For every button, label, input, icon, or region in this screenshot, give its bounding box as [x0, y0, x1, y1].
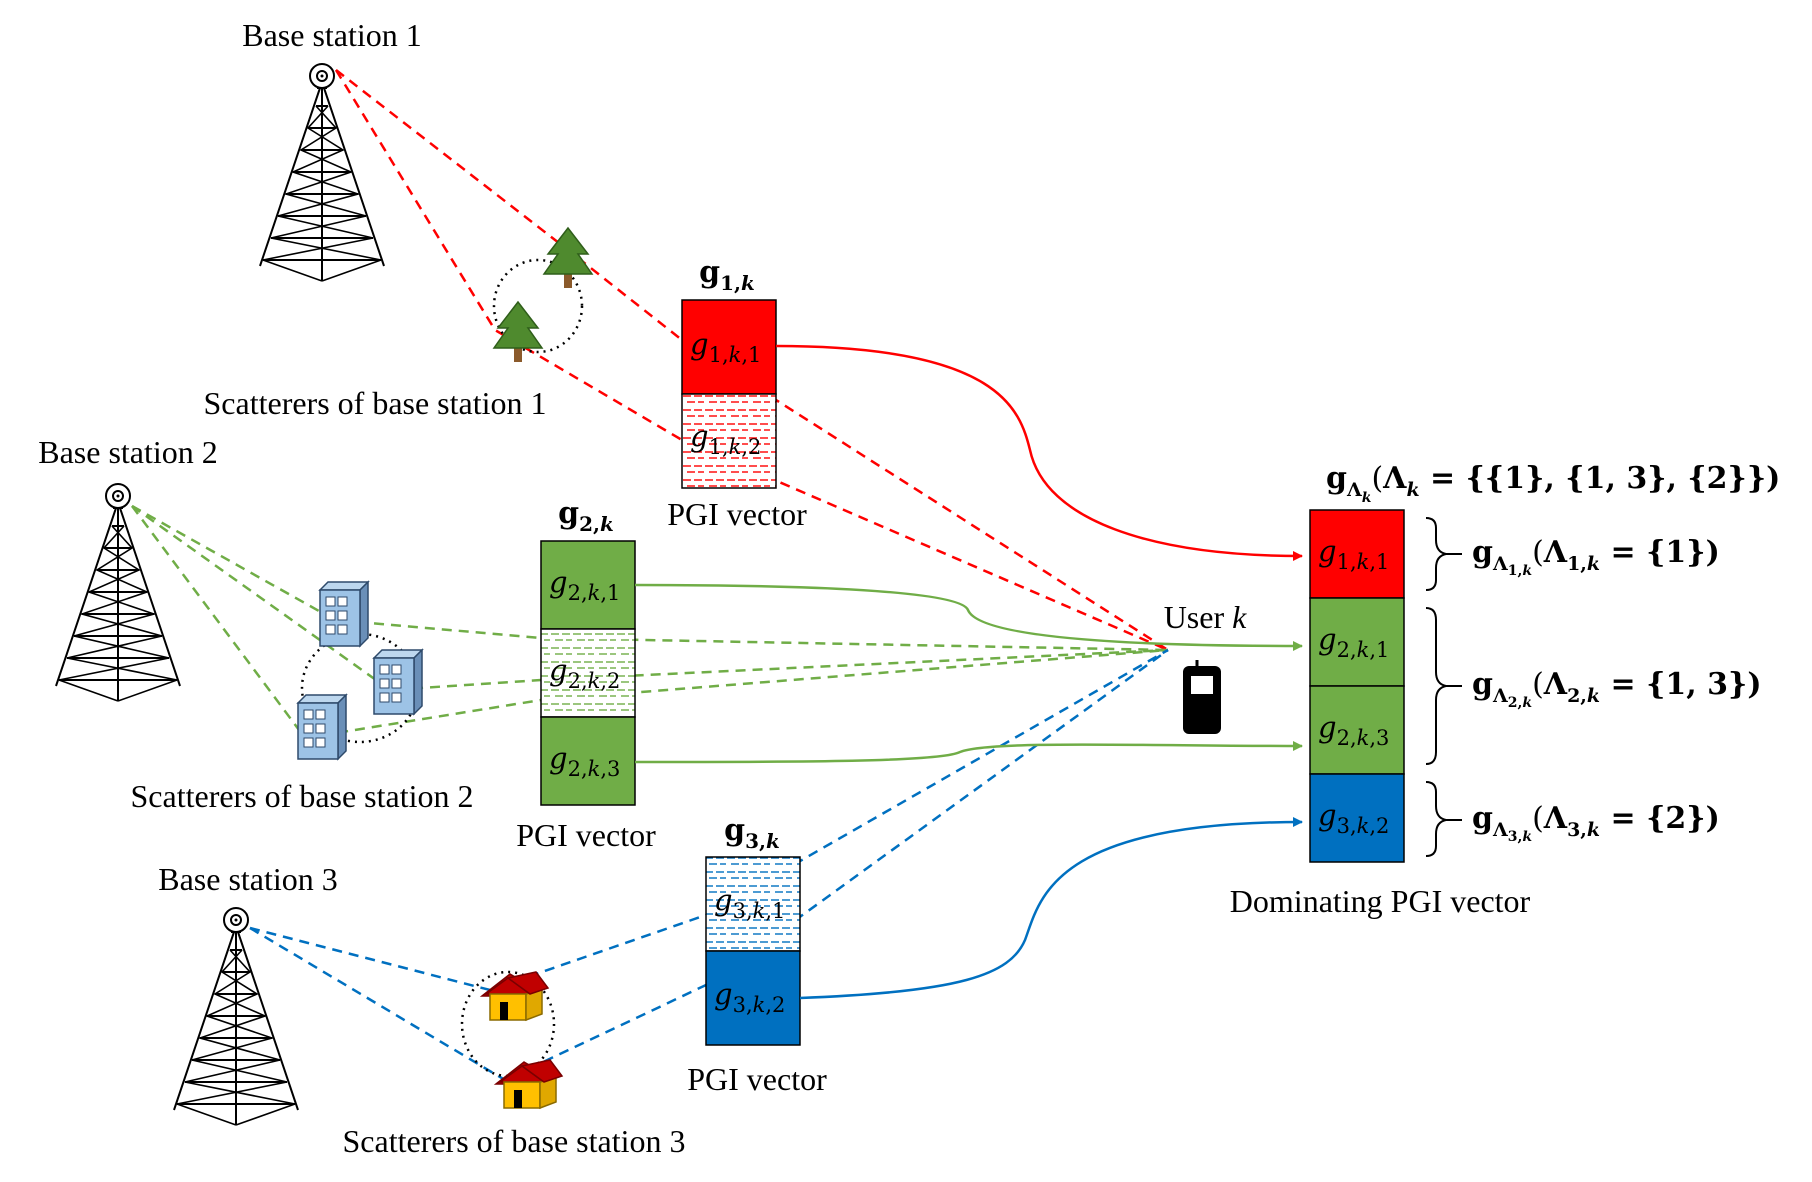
dominating-cell-2 [1309, 597, 1405, 687]
arrow-g3k2 [799, 817, 1303, 1000]
pgi-vector-1-cell-1-label: g1,k,1 [690, 327, 761, 367]
pgi-vector-2-title: g2,k [558, 496, 614, 536]
group-3-label: gΛ3,k(Λ3,k = {2}) [1472, 801, 1720, 845]
bs1-label: Base station 1 [242, 17, 422, 53]
pgi-vector-1-title: g1,k [699, 255, 755, 295]
group-2-label: gΛ2,k(Λ2,k = {1, 3}) [1472, 667, 1762, 711]
building-icon [297, 694, 347, 760]
bs1-dashed-link-2 [334, 69, 1169, 652]
bs3-dashed-link-2 [249, 648, 1169, 1082]
arrow-g1k1 [775, 344, 1303, 561]
scatter-cluster-bs3 [460, 970, 556, 1078]
bs2-dashed-link-1 [131, 504, 1169, 652]
house-icon [495, 1059, 563, 1109]
pgi-vector-2-cell-1-label: g2,k,1 [549, 565, 620, 605]
bs1-scatterers-label: Scatterers of base station 1 [204, 385, 547, 421]
scatter-cluster-bs1 [492, 258, 584, 354]
pgi-vector-1-cell-2-label: g1,k,2 [690, 419, 761, 459]
bs2-dashed-link-3 [130, 505, 1169, 740]
dominating-cell-4 [1309, 773, 1405, 863]
bs1-dashed-link-1 [335, 69, 1169, 652]
dominating-pgi-vector: gΛk(Λk = {{1}, {1, 3}, {2}}) g1,k,1 g2,k… [1230, 461, 1781, 919]
tower-icon [259, 63, 385, 282]
pgi-vector-2-caption: PGI vector [516, 817, 656, 853]
bs3-label: Base station 3 [158, 861, 338, 897]
pgi-vector-2-cell-1 [540, 540, 636, 630]
brace-2 [1425, 607, 1447, 765]
pgi-vector-1-caption: PGI vector [667, 496, 807, 532]
bs2-label: Base station 2 [38, 434, 218, 470]
pgi-vector-2-cell-2-label: g2,k,2 [549, 653, 620, 693]
brace-1 [1425, 517, 1447, 591]
dominating-cell-1-label: g1,k,1 [1318, 534, 1389, 574]
comma: , [734, 271, 741, 295]
dominating-cell-1 [1309, 509, 1405, 599]
bs3-dashed-link-1 [249, 648, 1169, 992]
phone-icon [1183, 660, 1221, 734]
user-label: User k [1164, 599, 1247, 635]
pgi-vector-3-cell-1 [705, 856, 801, 952]
arrow-g2k1 [634, 583, 1303, 651]
pgi-vector-2: g2,k g2,k,1 g2,k,2 g2,k,3 PGI vector [516, 496, 656, 853]
pgi-vector-3: g3,k g3,k,1 g3,k,2 PGI vector [687, 813, 827, 1097]
bs2-dashed-link-2 [131, 504, 1169, 692]
pgi-vector-3-cell-2 [705, 950, 801, 1046]
dominating-cell-3 [1309, 685, 1405, 775]
pgi-vector-3-title: g3,k [724, 813, 780, 853]
house-icon [481, 971, 549, 1021]
dominating-cell-4-label: g3,k,2 [1318, 798, 1389, 838]
bs2-links [130, 504, 1169, 740]
dominating-caption: Dominating PGI vector [1230, 883, 1531, 919]
bs3-scatterers-label: Scatterers of base station 3 [343, 1123, 686, 1159]
dominating-header: gΛk(Λk = {{1}, {1, 3}, {2}}) [1326, 461, 1780, 506]
dominating-cell-2-label: g2,k,1 [1318, 622, 1389, 662]
arrow-g2k3 [634, 740, 1303, 764]
pgi-vector-1-cell-1 [681, 299, 777, 395]
dominating-cell-3-label: g2,k,3 [1318, 710, 1389, 750]
pgi-vector-3-caption: PGI vector [687, 1061, 827, 1097]
tower-icon [173, 907, 299, 1126]
tower-icon [55, 483, 181, 702]
pgi-vector-3-cell-1-label: g3,k,1 [714, 883, 785, 923]
bs1-links [334, 69, 1169, 652]
bs2-scatterers-label: Scatterers of base station 2 [131, 778, 474, 814]
building-icon [319, 581, 369, 647]
brace-3 [1425, 781, 1447, 857]
building-icon [373, 649, 423, 715]
pgi-vector-1-cell-2 [681, 393, 777, 489]
group-1-label: gΛ1,k(Λ1,k = {1}) [1472, 535, 1720, 579]
pgi-vector-1: g1,k g1,k,1 g1,k,2 PGI vector [667, 255, 807, 532]
pgi-vector-2-cell-2 [540, 628, 636, 718]
bs3-links [249, 648, 1169, 1082]
pgi-vector-2-cell-3-label: g2,k,3 [549, 741, 620, 781]
pgi-vector-3-cell-2-label: g3,k,2 [714, 977, 785, 1017]
